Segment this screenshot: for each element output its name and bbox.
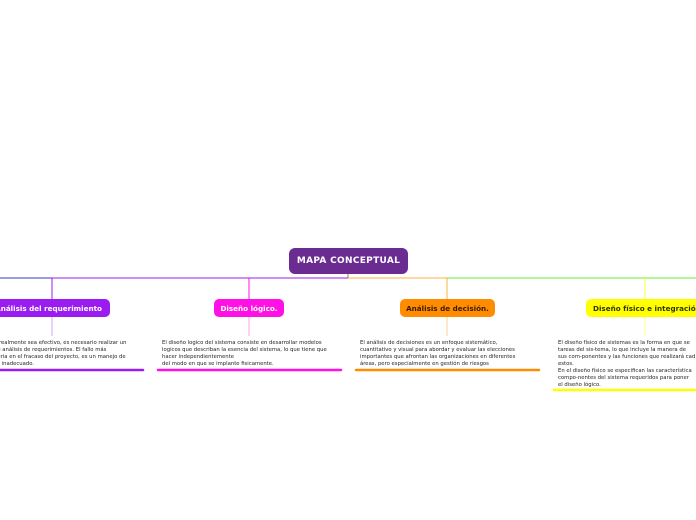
branch-4-description: El diseño físico de sistemas es la forma… (558, 340, 696, 388)
branch-diseno-fisico[interactable]: Diseño físico e integración. (586, 299, 696, 317)
branch-1-description: e realmente sea efectivo, es necesario r… (0, 340, 127, 367)
branch-diseno-logico[interactable]: Diseño lógico. (214, 299, 284, 317)
branch-analisis-decision[interactable]: Análisis de decisión. (400, 299, 495, 317)
root-label: MAPA CONCEPTUAL (296, 256, 401, 266)
branch-label: Diseño físico e integración. (593, 303, 696, 313)
branch-analisis-requerimiento[interactable]: Análisis del requerimiento (0, 299, 110, 317)
root-node[interactable]: MAPA CONCEPTUAL (289, 248, 408, 274)
branch-label: Diseño lógico. (220, 303, 278, 313)
branch-3-description: El análisis de decisiones es un enfoque … (360, 340, 516, 367)
branch-2-description: El diseño logico del sistema consiste en… (162, 340, 327, 367)
branch-label: Análisis del requerimiento (0, 303, 102, 313)
branch-label: Análisis de decisión. (406, 303, 489, 313)
